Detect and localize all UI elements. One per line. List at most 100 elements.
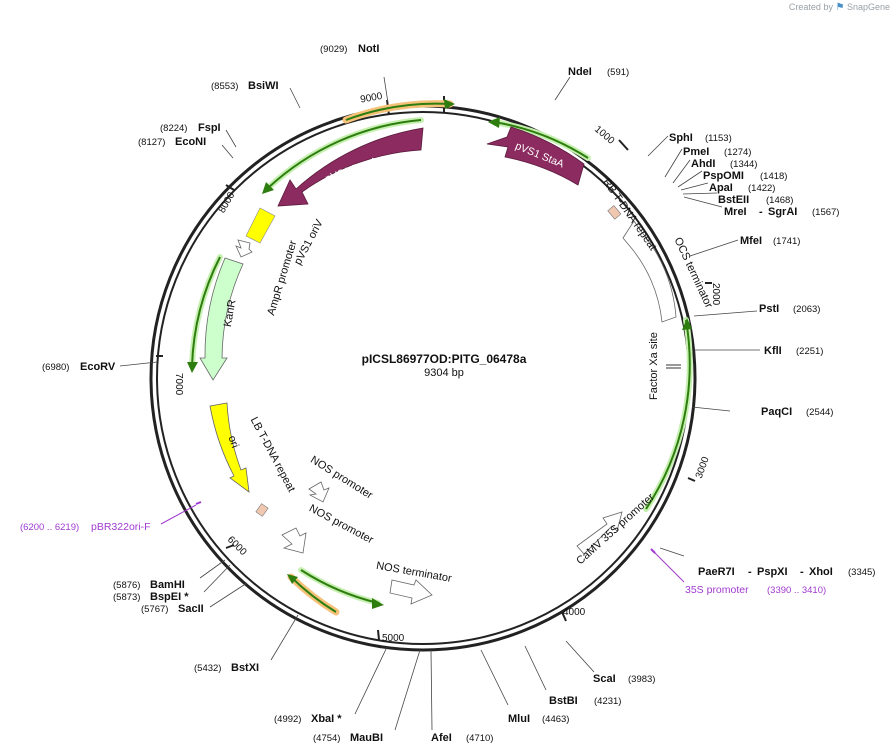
site-pos-apai: (1422) [748,183,775,194]
site-paer7i: PaeR7I [698,566,735,578]
site-afei: AfeI [431,732,452,744]
feature-factor-xa: Factor Xa site [648,332,681,400]
feature-nos-promoter-2: NOS promoter [281,502,376,554]
site-sep-b: - [800,566,804,578]
feature-pvs1-repa: pVS1 RepA [277,127,424,207]
site-pos-bsiwi: (8553) [211,81,238,92]
site-pos-noti: (9029) [320,44,347,55]
site-bstbi: BstBI [549,695,578,707]
site-scai: ScaI [593,673,616,685]
restriction-sites [119,76,760,731]
label-camv-35s: CaMV 35S promoter [574,491,657,567]
site-sphi: SphI [669,132,693,144]
site-bsteii: BstEII [718,194,749,206]
label-kanr: KanR [222,299,239,328]
site-pos-bstxi: (5432) [194,663,221,674]
site-psti: PstI [759,303,779,315]
site-pos-bspei: (5873) [113,592,140,603]
feature-camv-35s: CaMV 35S promoter [574,491,657,567]
site-ecorv: EcoRV [80,361,116,373]
tick-label-1000: 1000 [592,124,616,147]
site-bspei: BspEI * [150,591,189,603]
site-pos-mlui: (4463) [542,714,569,725]
site-pos-ecorv: (6980) [42,362,69,373]
credit-prefix: Created by [788,2,833,12]
tick-label-8000: 8000 [217,190,238,215]
site-pos-kfli: (2251) [796,346,823,357]
primer-pbr322ori-f: (6200 .. 6219) pBR322ori-F [20,501,202,533]
arrowhead-upper-left [262,182,274,194]
site-econi: EcoNI [175,136,206,148]
tick-label-5000: 5000 [382,633,405,644]
feature-kanr: KanR [199,257,244,381]
site-paqci: PaqCI [761,406,792,418]
label-lb-repeat: LB T-DNA repeat [248,415,298,494]
label-nos-promoter-2: NOS promoter [307,502,376,546]
site-pos-paqci: (2544) [806,407,833,418]
feature-ori: ori [209,402,250,493]
site-bstxi: BstXI [231,662,259,674]
site-pos-mfei: (1741) [773,236,800,247]
site-pos-afei: (4710) [466,733,493,744]
arrowhead-left [187,362,198,373]
feature-arcs [187,99,693,616]
credit-brand: SnapGene [846,2,890,12]
tick-label-3000: 3000 [694,455,712,480]
site-pos-bamhi: (5876) [113,580,140,591]
tick-1000 [618,139,629,151]
arrowhead-top [444,99,455,109]
site-pos-ndei: (591) [607,67,629,78]
arrowhead-bottom-orange [287,574,298,584]
site-noti: NotI [358,43,379,55]
site-pos-maubi: (4754) [313,733,340,744]
tick-label-2000: 2000 [710,283,721,306]
label-ampr-promoter: AmpR promoter [265,239,299,317]
site-xhoi: XhoI [809,566,833,578]
site-kfli: KflI [764,345,782,357]
site-mfei: MfeI [740,235,762,247]
site-pos-sgrai: (1567) [812,207,839,218]
site-pos-psti: (2063) [793,304,820,315]
site-pos-scai: (3983) [628,674,655,685]
feature-nos-promoter-1: NOS promoter [308,454,375,503]
site-pmei: PmeI [683,146,709,158]
plasmid-length: 9304 bp [424,367,464,379]
site-xbai: XbaI * [311,713,342,725]
feature-lb-repeat: LB T-DNA repeat [248,415,298,517]
site-pos-ahdi: (1344) [730,159,757,170]
tick-8000 [225,184,235,191]
site-pos-fspi: (8224) [160,123,187,134]
site-pos-pspomi: (1418) [760,171,787,182]
feature-ocs-terminator: OCS terminator [622,220,715,323]
label-nos-terminator: NOS terminator [375,560,453,585]
tick-5000 [377,629,380,641]
site-labels: (9029) NotI (8553) BsiWI (8224) FspI (81… [42,43,875,744]
feature-ampr-promoter: AmpR promoter [235,239,300,317]
plasmid-name: pICSL86977OD:PITG_06478a [362,352,527,366]
site-ndei: NdeI [568,66,592,78]
arrowhead-right [682,318,692,330]
site-pos-xbai: (4992) [274,714,301,725]
site-pspomi: PspOMI [703,170,744,182]
tick-6000 [225,544,235,549]
primer-label-35s: 35S promoter [685,584,749,596]
label-ori: ori [225,434,240,450]
tick-4000 [561,611,567,622]
site-pspxi: PspXI [757,566,788,578]
primer-pos-35s: (3390 .. 3410) [767,585,826,596]
site-sep-a: - [748,566,752,578]
site-pos-bsteii: (1468) [766,195,793,206]
tick-label-9000: 9000 [359,91,383,106]
site-mlui: MluI [508,713,530,725]
site-apai: ApaI [709,182,733,194]
tick-label-7000: 7000 [173,373,184,396]
primer-label-pbr322: pBR322ori-F [91,521,151,533]
site-ahdi: AhdI [691,158,715,170]
site-sacii: SacII [178,603,204,615]
tick-3000 [687,477,696,482]
tick-label-4000: 4000 [563,607,586,618]
site-bamhi: BamHI [150,579,185,591]
site-pos-sphi: (1153) [705,133,732,144]
snapgene-credit: Created by ⚑ SnapGene [789,2,890,13]
site-pos-xhoi: (3345) [848,567,875,578]
